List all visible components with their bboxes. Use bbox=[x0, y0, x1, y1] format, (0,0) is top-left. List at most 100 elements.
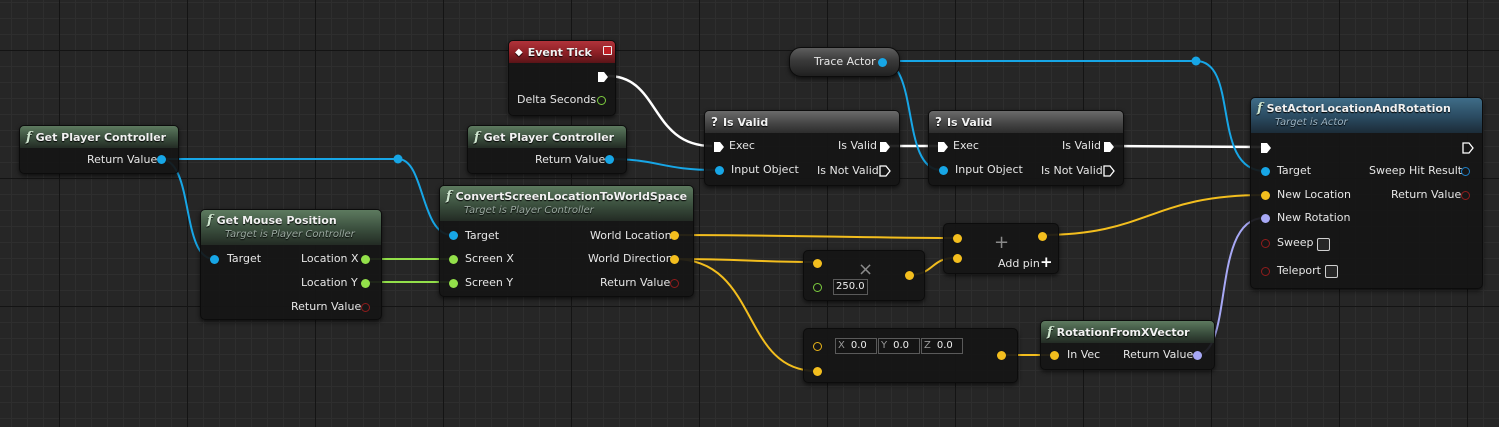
multiply-node[interactable]: × 250.0 bbox=[803, 250, 925, 301]
rotation-from-x-header[interactable]: f RotationFromXVector bbox=[1041, 321, 1214, 343]
event-tick-header[interactable]: ◆ Event Tick bbox=[509, 41, 615, 63]
sweep-pin[interactable] bbox=[1261, 239, 1270, 248]
multiply-vector-in-pin[interactable] bbox=[813, 259, 822, 268]
function-icon: f bbox=[1257, 101, 1263, 116]
is-valid-node-1[interactable]: ? Is Valid Exec Is Valid Input Object Is… bbox=[704, 110, 900, 186]
return-value-pin[interactable] bbox=[157, 155, 166, 164]
world-location-label: World Location bbox=[590, 229, 672, 242]
y-value: 0.0 bbox=[893, 340, 910, 351]
vector-wire-dir-make bbox=[673, 258, 817, 372]
sweep-hit-result-pin[interactable] bbox=[1461, 167, 1470, 176]
multiply-icon: × bbox=[858, 259, 874, 280]
function-icon: f bbox=[1047, 324, 1053, 340]
is-not-valid-exec-out-pin[interactable] bbox=[879, 165, 891, 177]
make-vector-in-pin-b[interactable] bbox=[813, 367, 822, 376]
target-pin[interactable] bbox=[210, 255, 219, 264]
in-vec-label: In Vec bbox=[1067, 348, 1101, 361]
is-not-valid-label: Is Not Valid bbox=[817, 164, 879, 177]
is-not-valid-label: Is Not Valid bbox=[1041, 164, 1103, 177]
input-object-pin[interactable] bbox=[715, 166, 724, 175]
get-player-controller-header-1[interactable]: f Get Player Controller bbox=[20, 126, 178, 148]
target-pin[interactable] bbox=[449, 231, 458, 240]
screen-y-label: Screen Y bbox=[465, 276, 514, 289]
teleport-checkbox[interactable] bbox=[1325, 265, 1338, 278]
event-tick-node[interactable]: ◆ Event Tick Delta Seconds bbox=[508, 40, 616, 116]
exec-wire-isvalid2-setactor bbox=[1109, 144, 1263, 149]
add-out-pin[interactable] bbox=[1038, 232, 1047, 241]
vector-wire-add-setactor bbox=[1040, 194, 1265, 236]
is-valid-exec-out-pin[interactable] bbox=[1103, 141, 1115, 153]
return-value-pin[interactable] bbox=[1461, 191, 1470, 200]
is-valid-exec-out-pin[interactable] bbox=[879, 141, 891, 153]
world-location-pin[interactable] bbox=[670, 231, 679, 240]
return-value-label: Return Value bbox=[291, 300, 362, 313]
screen-y-pin[interactable] bbox=[449, 279, 458, 288]
return-value-label: Return Value bbox=[535, 153, 606, 166]
return-value-pin[interactable] bbox=[670, 279, 679, 288]
multiply-float-in-pin[interactable] bbox=[813, 283, 822, 292]
is-valid-label: Is Valid bbox=[1062, 139, 1101, 152]
add-in-pin-a[interactable] bbox=[953, 234, 962, 243]
return-value-label: Return Value bbox=[87, 153, 158, 166]
delta-seconds-label: Delta Seconds bbox=[517, 93, 597, 106]
world-direction-pin[interactable] bbox=[670, 255, 679, 264]
return-value-pin[interactable] bbox=[1193, 351, 1202, 360]
input-object-label: Input Object bbox=[955, 163, 1023, 176]
screen-x-pin[interactable] bbox=[449, 255, 458, 264]
sweep-label: Sweep bbox=[1277, 236, 1314, 249]
new-rotation-pin[interactable] bbox=[1261, 214, 1270, 223]
is-not-valid-exec-out-pin[interactable] bbox=[1103, 165, 1115, 177]
add-pin-label[interactable]: Add pin bbox=[998, 257, 1040, 270]
trace-actor-node[interactable]: Trace Actor bbox=[789, 47, 900, 77]
add-node[interactable]: + Add pin + bbox=[943, 223, 1059, 274]
exec-in-pin[interactable] bbox=[937, 141, 949, 153]
exec-in-pin[interactable] bbox=[713, 141, 725, 153]
object-wire-trace-setactor bbox=[881, 60, 1266, 172]
function-icon: f bbox=[207, 213, 213, 228]
is-valid-header-1[interactable]: ? Is Valid bbox=[705, 111, 899, 133]
multiply-out-pin[interactable] bbox=[905, 271, 914, 280]
add-in-pin-b[interactable] bbox=[953, 254, 962, 263]
return-value-pin[interactable] bbox=[361, 303, 370, 312]
input-object-pin[interactable] bbox=[939, 166, 948, 175]
target-pin[interactable] bbox=[1261, 167, 1270, 176]
is-valid-header-2[interactable]: ? Is Valid bbox=[929, 111, 1123, 133]
add-pin-plus-icon[interactable]: + bbox=[1040, 253, 1053, 271]
new-location-pin[interactable] bbox=[1261, 191, 1270, 200]
make-vector-in-pin[interactable] bbox=[813, 342, 822, 351]
get-player-controller-node-2[interactable]: f Get Player Controller Return Value bbox=[467, 125, 627, 174]
target-label: Target bbox=[465, 229, 500, 242]
return-value-pin[interactable] bbox=[605, 155, 614, 164]
question-icon: ? bbox=[711, 115, 718, 129]
delta-seconds-pin[interactable] bbox=[597, 96, 606, 105]
trace-actor-out-pin[interactable] bbox=[878, 58, 887, 67]
get-player-controller-header-2[interactable]: f Get Player Controller bbox=[468, 126, 626, 148]
rotation-from-x-title: RotationFromXVector bbox=[1056, 325, 1190, 339]
make-vector-out-pin[interactable] bbox=[997, 351, 1006, 360]
in-vec-pin[interactable] bbox=[1050, 351, 1059, 360]
new-rotation-label: New Rotation bbox=[1277, 211, 1351, 224]
get-player-controller-node-1[interactable]: f Get Player Controller Return Value bbox=[19, 125, 179, 174]
sweep-checkbox[interactable] bbox=[1317, 238, 1330, 251]
location-y-pin[interactable] bbox=[361, 279, 370, 288]
event-tick-exec-out-pin[interactable] bbox=[597, 71, 609, 83]
teleport-pin[interactable] bbox=[1261, 267, 1270, 276]
exec-out-pin[interactable] bbox=[1462, 142, 1474, 154]
exec-in-pin[interactable] bbox=[1260, 142, 1272, 154]
exec-label: Exec bbox=[729, 139, 755, 152]
location-x-pin[interactable] bbox=[361, 255, 370, 264]
is-valid-node-2[interactable]: ? Is Valid Exec Is Valid Input Object Is… bbox=[928, 110, 1124, 186]
rotation-from-x-vector-node[interactable]: f RotationFromXVector In Vec Return Valu… bbox=[1040, 320, 1215, 370]
multiply-value-field[interactable]: 250.0 bbox=[833, 279, 868, 295]
